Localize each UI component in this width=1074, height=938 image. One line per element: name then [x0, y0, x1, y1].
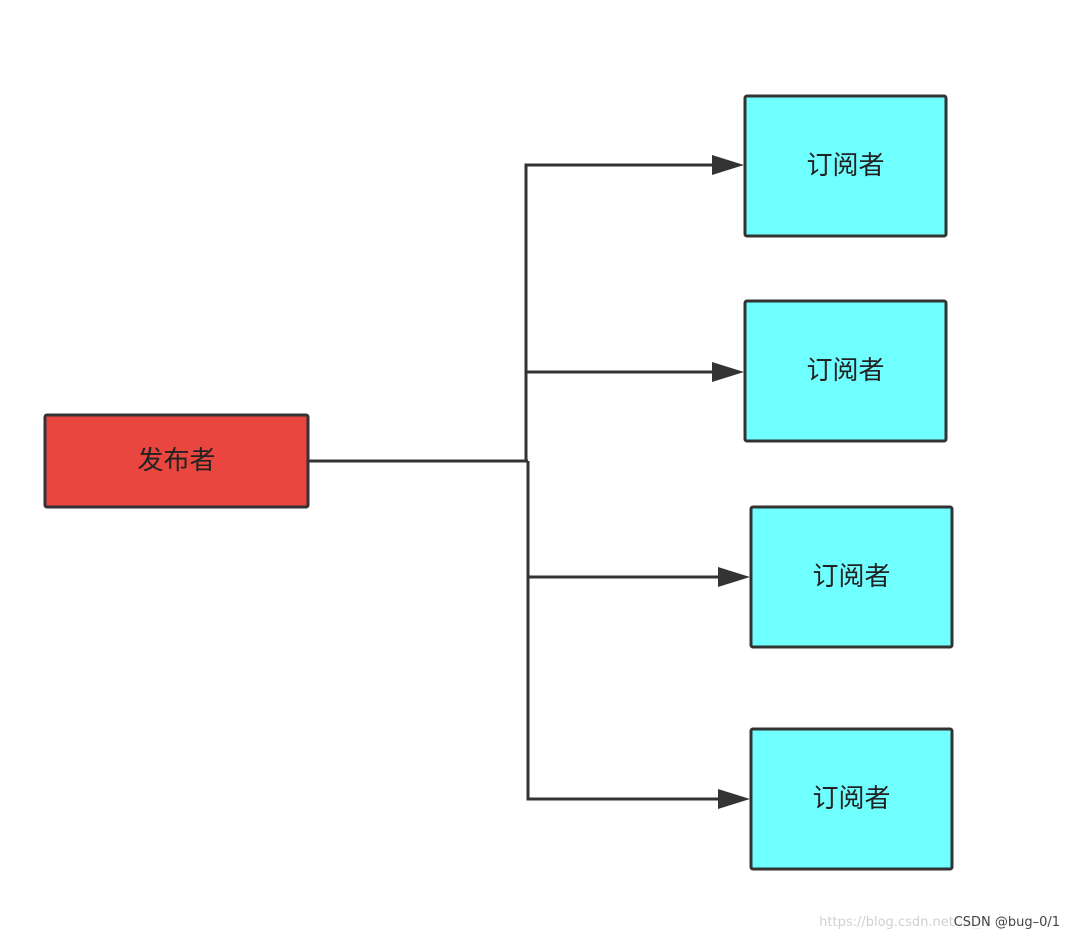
subscriber-node-1: 订阅者	[743, 94, 948, 238]
subscriber-label-3: 订阅者	[812, 562, 890, 592]
subscriber-box-3	[749, 505, 954, 649]
watermark-url: https://blog.csdn.net/qq_4	[819, 915, 990, 930]
subscriber-node-4: 订阅者	[749, 727, 954, 871]
subscriber-node-2: 订阅者	[743, 299, 948, 443]
arrowhead-subscriber-2	[712, 362, 744, 382]
connector-subscriber-2	[524, 370, 716, 461]
subscriber-node-3: 订阅者	[749, 505, 954, 649]
arrowhead-subscriber-1	[712, 155, 744, 175]
connector-subscriber-4	[526, 461, 722, 801]
arrowhead-subscriber-3	[718, 567, 750, 587]
subscriber-label-1: 订阅者	[806, 151, 884, 181]
subscriber-box-2	[743, 299, 948, 443]
connector-subscriber-3	[526, 461, 722, 579]
publisher-label: 发布者	[137, 446, 215, 476]
subscriber-label-2: 订阅者	[806, 356, 884, 386]
subscriber-box-1	[743, 94, 948, 238]
connector-subscriber-1	[524, 163, 716, 461]
publisher-box	[43, 413, 310, 509]
subscriber-box-4	[749, 727, 954, 871]
subscriber-label-4: 订阅者	[812, 784, 890, 814]
publisher-node: 发布者	[43, 413, 310, 509]
arrowhead-subscriber-4	[718, 789, 750, 809]
watermark: https://blog.csdn.net/qq_4 CSDN @bug–0/1	[819, 915, 1060, 930]
watermark-author: CSDN @bug–0/1	[953, 915, 1060, 930]
